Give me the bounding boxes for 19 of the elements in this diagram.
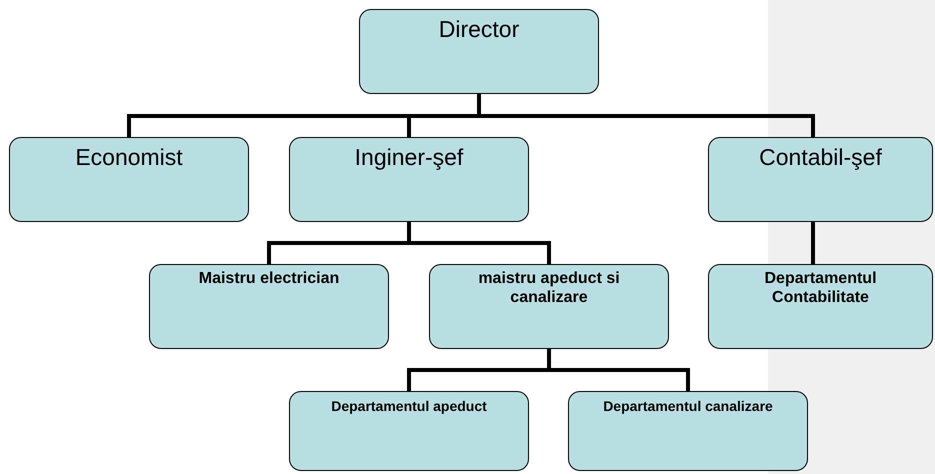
org-box	[149, 264, 389, 349]
org-box	[708, 264, 933, 349]
org-box	[9, 137, 249, 222]
role-label: Inginer-şef	[354, 143, 464, 171]
role-label: Departamentul Contabilitate	[763, 269, 878, 308]
connector-line	[811, 222, 815, 264]
role-label: Director	[438, 15, 520, 43]
role-label: Economist	[74, 143, 184, 171]
org-box	[568, 391, 808, 471]
org-box	[359, 9, 599, 94]
org-box	[289, 137, 529, 222]
role-label: Departamentul canalizare	[602, 397, 774, 415]
org-box	[429, 264, 669, 349]
org-box	[289, 391, 529, 471]
org-box	[708, 137, 933, 222]
role-label: Contabil-şef	[758, 143, 883, 171]
role-label: Maistru electrician	[198, 269, 340, 288]
role-label: Departamentul apeduct	[330, 397, 488, 415]
role-label: maistru apeduct si canalizare	[477, 269, 621, 308]
